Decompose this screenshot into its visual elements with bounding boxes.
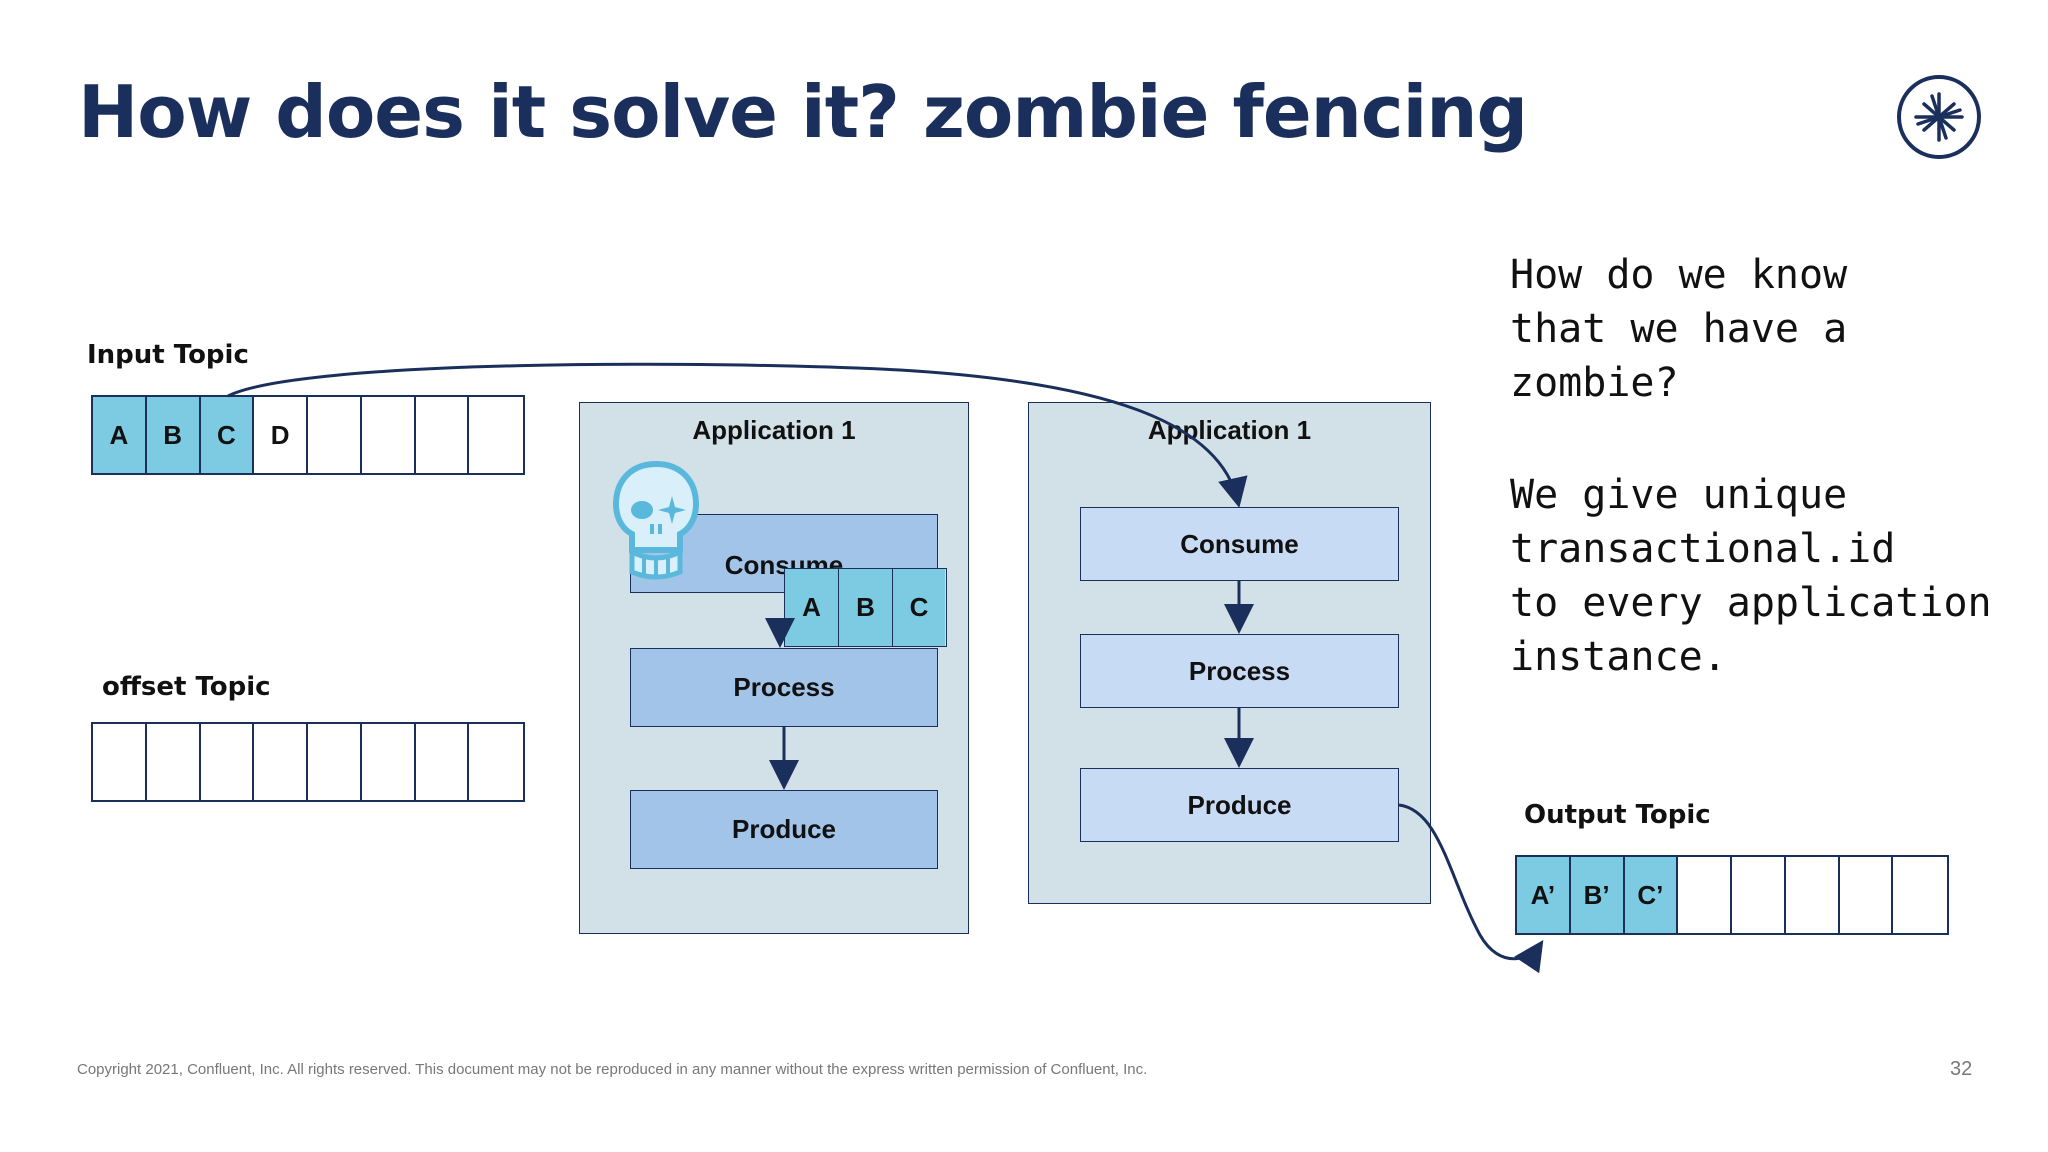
application-title: Application 1 bbox=[692, 415, 856, 445]
copyright-footer: Copyright 2021, Confluent, Inc. All righ… bbox=[77, 1061, 1148, 1078]
output-topic-cell bbox=[1786, 857, 1840, 933]
output-topic: A’ B’ C’ bbox=[1515, 855, 1949, 935]
input-topic-cell bbox=[308, 397, 362, 473]
new-produce-step: Produce bbox=[1080, 768, 1399, 842]
output-topic-cell: A’ bbox=[1517, 857, 1571, 933]
skull-icon bbox=[610, 458, 702, 582]
zombie-process-step: Process bbox=[630, 648, 938, 727]
zombie-produce-step: Produce bbox=[630, 790, 938, 869]
output-topic-cell bbox=[1840, 857, 1894, 933]
output-topic-cell bbox=[1732, 857, 1786, 933]
offset-topic-cell bbox=[201, 724, 255, 800]
slide-title: How does it solve it? zombie fencing bbox=[78, 70, 1528, 154]
application-title: Application 1 bbox=[1147, 415, 1312, 445]
input-topic-cell: D bbox=[254, 397, 308, 473]
offset-topic-cell bbox=[362, 724, 416, 800]
output-topic-cell: C’ bbox=[1624, 857, 1679, 933]
output-topic-cell bbox=[1678, 857, 1732, 933]
input-topic-label: Input Topic bbox=[87, 340, 249, 370]
batch-cell: B bbox=[839, 569, 893, 646]
note-line: zombie? bbox=[1510, 360, 1679, 406]
input-topic-cell bbox=[416, 397, 470, 473]
note-line: to every application bbox=[1510, 580, 1992, 626]
offset-topic-cell bbox=[416, 724, 470, 800]
page-number: 32 bbox=[1950, 1058, 1973, 1080]
offset-topic-cell bbox=[93, 724, 147, 800]
offset-topic-label: offset Topic bbox=[102, 672, 271, 702]
confluent-logo-icon bbox=[1896, 74, 1982, 160]
input-topic-cell bbox=[362, 397, 416, 473]
input-to-new-consume-arrow bbox=[227, 362, 1248, 508]
zombie-batch: A B C bbox=[784, 568, 947, 647]
output-topic-label: Output Topic bbox=[1524, 800, 1711, 830]
note-line: that we have a bbox=[1510, 306, 1848, 352]
input-topic-cell: C bbox=[200, 397, 255, 473]
offset-topic-cell bbox=[308, 724, 362, 800]
note-line: transactional.id bbox=[1510, 526, 1896, 572]
note-line: We give unique bbox=[1510, 472, 1848, 518]
offset-topic-cell bbox=[147, 724, 201, 800]
produce-to-output-arrow bbox=[1398, 803, 1544, 974]
question-note: How do we know that we have a zombie? bbox=[1510, 248, 1847, 410]
batch-cell: C bbox=[893, 569, 945, 646]
new-process-step: Process bbox=[1080, 634, 1399, 708]
note-line: How do we know bbox=[1510, 252, 1848, 298]
input-topic: A B C D bbox=[91, 395, 525, 475]
input-topic-cell: B bbox=[146, 397, 201, 473]
new-consume-step: Consume bbox=[1080, 507, 1399, 581]
offset-topic-cell bbox=[254, 724, 308, 800]
offset-topic bbox=[91, 722, 525, 802]
input-topic-cell: A bbox=[93, 397, 147, 473]
note-line: instance. bbox=[1510, 634, 1727, 680]
answer-note: We give unique transactional.id to every… bbox=[1510, 468, 1992, 684]
output-topic-cell: B’ bbox=[1570, 857, 1625, 933]
